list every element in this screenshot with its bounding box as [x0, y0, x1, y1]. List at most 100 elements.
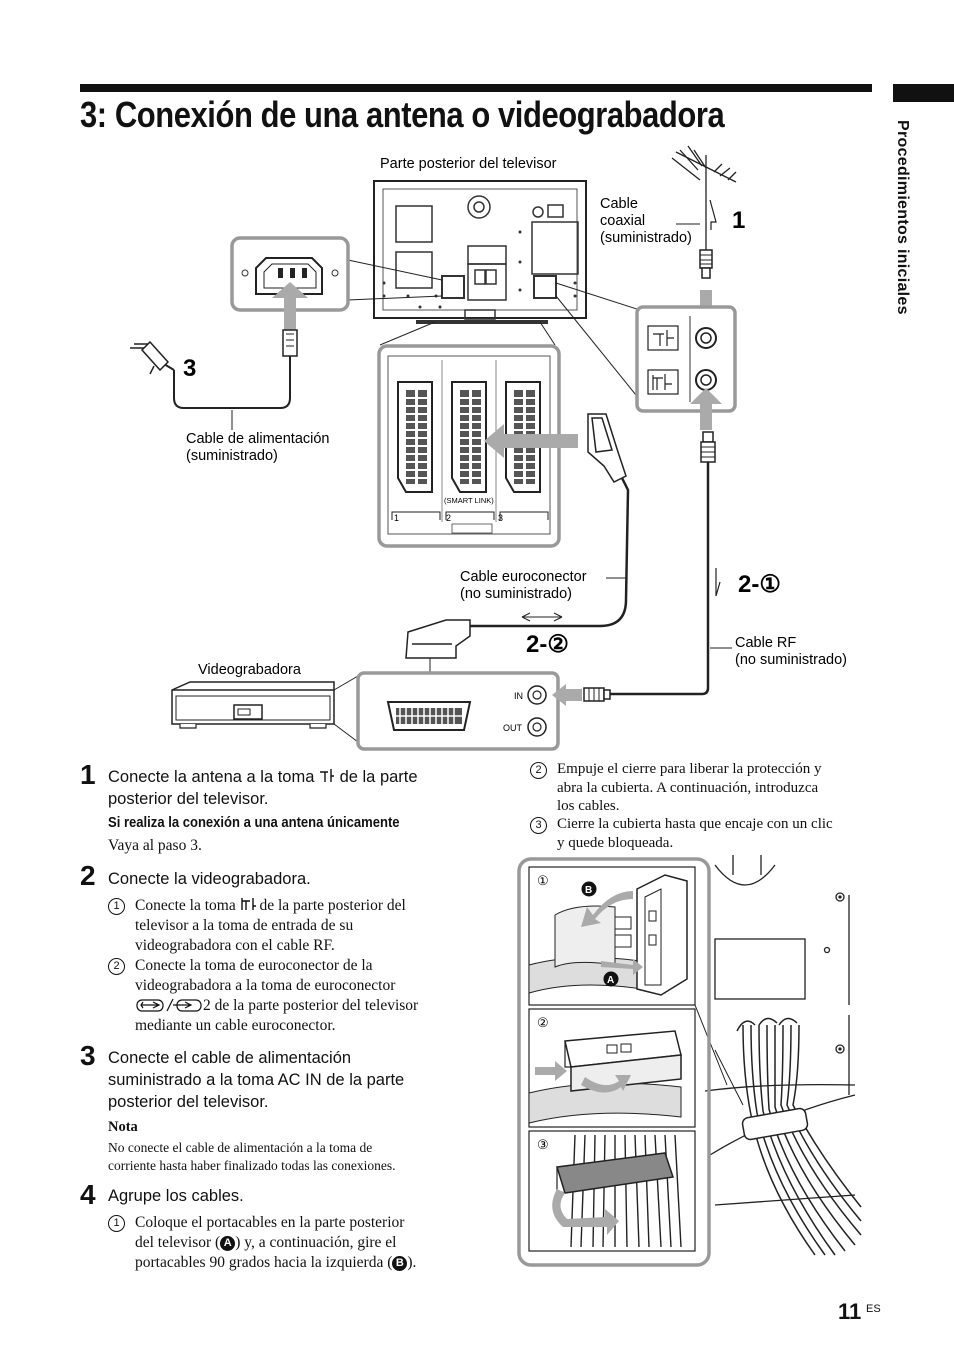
step-3-number: 3	[80, 1040, 96, 1071]
step-2-item-1-mark: 1	[108, 898, 125, 915]
page-language-suffix: ES	[866, 1303, 881, 1315]
step-1-subhead: Si realiza la conexión a una antena únic…	[108, 815, 400, 831]
step-4-item-2-l3: los cables.	[557, 798, 620, 814]
coax-label-2: coaxial	[600, 213, 645, 229]
step-2-item-1-l2: televisor a la toma de entrada de su	[135, 917, 354, 934]
power-insert-arrow	[272, 282, 308, 330]
section-side-tab: Procedimientos iniciales	[893, 120, 917, 340]
holder-step-panel-3	[528, 1130, 696, 1252]
vcr-out-label: OUT	[503, 723, 523, 733]
step-2-item-1-l3: videograbadora con el cable RF.	[135, 937, 335, 954]
step-2-item-1-l1a: Conecte la toma	[135, 897, 236, 914]
antenna-in-icon	[319, 769, 334, 782]
mark-b-badge: B	[392, 1256, 408, 1271]
page-number: 11	[838, 1299, 862, 1324]
step-2-item-2-l1: Conecte la toma de euroconector de la	[135, 957, 373, 974]
coax-label-3: (suministrado)	[600, 230, 692, 246]
step-3-l3: posterior del televisor.	[108, 1093, 269, 1111]
step-2-item-2-l3: 2 de la parte posterior del televisor	[203, 997, 419, 1014]
mark-a-dot	[603, 971, 619, 987]
step21-callout: 2-①	[738, 571, 781, 598]
coax-signal-arrow	[709, 199, 717, 230]
vcr-label: Videograbadora	[198, 662, 302, 678]
photo-1-label: ①	[537, 873, 549, 888]
step-4-item-3-mark: 3	[530, 817, 547, 834]
step-4-item-3-l1: Cierre la cubierta hasta que encaje con …	[557, 816, 833, 832]
photo-2-label: ②	[537, 1015, 549, 1030]
section-side-tab-label: Procedimientos iniciales	[894, 120, 911, 315]
rf-plug-vcr	[583, 687, 611, 702]
coax-label-1: Cable	[600, 196, 638, 212]
vcr-device	[171, 681, 335, 729]
step-4-item-2-mark: 2	[530, 762, 547, 779]
cable-holder-mounted	[741, 1107, 809, 1141]
vcr-zoom-lines	[333, 675, 359, 743]
tv-rear-dots	[382, 230, 577, 309]
step-2-item-2-l2: videograbadora a la toma de euroconector	[135, 977, 396, 994]
zoom-lines	[347, 259, 641, 401]
mark-b-text: B	[585, 885, 592, 896]
power-cable-label-2: (suministrado)	[186, 448, 278, 464]
cable-holder-illustration: ① B A ② ③	[517, 855, 862, 1267]
rf-cable-label-2: (no suministrado)	[735, 652, 847, 668]
vcr-rf-arrow	[552, 684, 582, 706]
coax-cable	[676, 223, 713, 279]
step-2-number: 2	[80, 860, 96, 891]
step-4-number: 4	[80, 1179, 96, 1210]
scart-io-icon	[136, 998, 202, 1012]
vcr-in-label: IN	[514, 691, 523, 701]
step-4-item-1-mark: 1	[108, 1215, 125, 1232]
rf-signal-arrow	[715, 568, 721, 597]
step-1-text-line1: Conecte la antena a la toma de la parte	[108, 766, 418, 788]
scart-cable-label-2: (no suministrado)	[460, 586, 572, 602]
step-2-item-2-mark: 2	[108, 958, 125, 975]
note-body: No conecte el cable de alimentación a la…	[108, 1139, 468, 1175]
vcr-rear-zoom	[356, 671, 560, 751]
step-3-l1: Conecte el cable de alimentación	[108, 1049, 352, 1067]
step-2-item-1-l1b: de la parte posterior del	[259, 897, 406, 914]
note-heading: Nota	[108, 1119, 138, 1135]
section-tab-marker	[893, 84, 954, 102]
antenna-jacks-zoom	[635, 305, 737, 413]
steps-frame	[517, 857, 711, 1267]
step-4-item-2-l2: abra la cubierta. A continuación, introd…	[557, 779, 819, 796]
step-4-item-3-l2: y quede bloqueada.	[557, 834, 674, 851]
scart-cable-label-1: Cable euroconector	[460, 569, 587, 585]
step-1-text-b: de la parte	[339, 768, 418, 786]
smart-link-label: (SMART LINK)	[444, 496, 494, 505]
step-4-item-1-l2b: ) y, a continuación, gire el	[235, 1234, 397, 1251]
scart-number-1: 1	[394, 513, 399, 523]
scart-number-2: 2	[446, 513, 451, 523]
scart-plug-tv	[468, 413, 630, 628]
step-4-item-1-l3a: portacables 90 grados hacia la izquierda…	[135, 1254, 393, 1271]
note-body-l2: corriente hasta haber finalizado todas l…	[108, 1158, 396, 1173]
power-cable	[130, 329, 298, 430]
step-4-item-1-l2a: del televisor (	[135, 1234, 221, 1251]
connection-diagram: 3 Cable de alimentación (suministrado) P…	[130, 145, 847, 751]
bidirectional-arrow-icon	[521, 612, 563, 622]
step-4-item-1-l1: Coloque el portacables en la parte poste…	[135, 1214, 405, 1231]
step-1-sub-body: Vaya al paso 3.	[108, 837, 202, 854]
step-1-number: 1	[80, 759, 96, 790]
mark-a-text: A	[607, 975, 614, 986]
step1-callout: 1	[732, 207, 745, 234]
header-rule	[80, 84, 872, 92]
step-4-item-1-l3b: ).	[407, 1254, 417, 1271]
antenna-icon	[671, 145, 737, 250]
note-body-l1: No conecte el cable de alimentación a la…	[108, 1140, 373, 1155]
step-1-text-a: Conecte la antena a la toma	[108, 768, 315, 786]
step-4-text: Agrupe los cables.	[108, 1187, 244, 1205]
scart-insert-arrow	[484, 424, 578, 458]
rf-cable	[610, 431, 732, 696]
step3-callout: 3	[183, 355, 196, 382]
holder-step-panel-2	[528, 1008, 696, 1128]
step-3-l2: suministrado a la toma AC IN de la parte	[108, 1071, 405, 1089]
step22-callout: 2-②	[526, 631, 569, 658]
rf-cable-label-1: Cable RF	[735, 635, 796, 651]
rf-insert-arrow	[690, 388, 722, 430]
power-cable-label-1: Cable de alimentación	[186, 431, 329, 447]
scart-number-3: 3	[498, 513, 503, 523]
step-2-item-2-l4: mediante un cable euroconector.	[135, 1017, 336, 1034]
detail-pointer-lines	[694, 1004, 744, 1106]
page-title: 3: Conexión de una antena o videograbado…	[80, 94, 725, 135]
